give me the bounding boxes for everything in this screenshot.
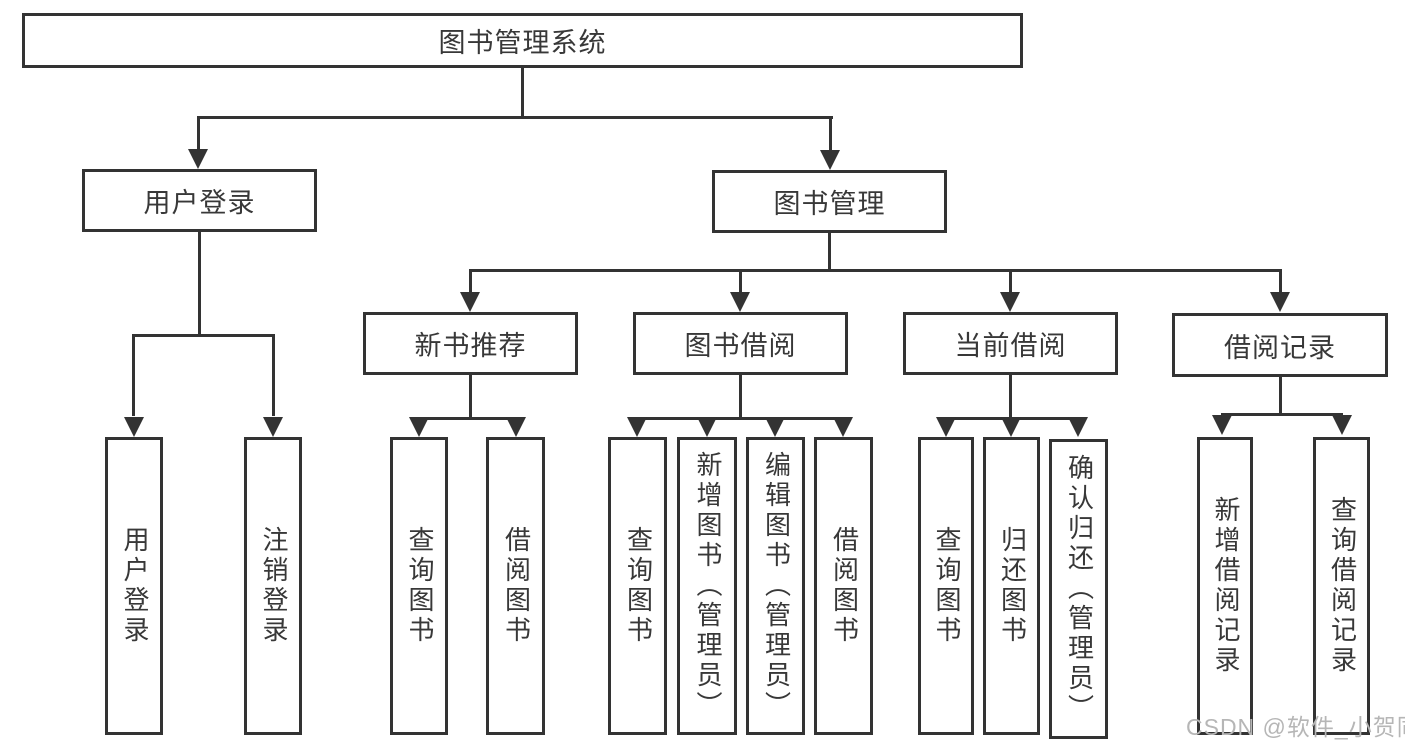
leaf-add-books-admin: 新增图书（管理员） (677, 437, 737, 735)
node-borrowing-records-label: 借阅记录 (1224, 332, 1336, 363)
arrow-down-icon (833, 417, 853, 437)
leaf-user-login: 用户登录 (105, 437, 163, 735)
node-user-login: 用户登录 (82, 169, 317, 232)
node-book-management: 图书管理 (712, 170, 947, 233)
leaf-user-login-label: 用户登录 (119, 526, 150, 646)
leaf-borrow-books-recommend-label: 借阅图书 (501, 526, 532, 646)
connector-new-book-rail (418, 417, 518, 420)
connector-drop-current (1009, 269, 1012, 295)
node-user-login-label: 用户登录 (143, 188, 256, 218)
node-book-borrowing-label: 图书借阅 (684, 331, 797, 361)
arrow-down-icon (124, 417, 144, 437)
node-new-book-recommend: 新书推荐 (363, 312, 578, 375)
leaf-query-books-borrow: 查询图书 (608, 437, 667, 735)
arrow-down-icon (188, 149, 208, 169)
leaf-query-books-current: 查询图书 (918, 437, 974, 735)
node-book-borrowing: 图书借阅 (633, 312, 848, 375)
leaf-borrow-books-label: 借阅图书 (829, 526, 860, 646)
leaf-logout-label: 注销登录 (258, 526, 289, 646)
csdn-watermark: CSDN @软件_小贺同学 (1186, 714, 1405, 740)
connector-drop-leaf-login (132, 334, 135, 416)
leaf-return-books-label: 归还图书 (997, 526, 1028, 646)
leaf-confirm-return-admin-label: 确认归还（管理员） (1064, 454, 1095, 724)
connector-borrow-stub (739, 375, 742, 420)
connector-drop-new-book (469, 269, 472, 295)
arrow-down-icon (936, 417, 956, 437)
arrow-down-icon (765, 417, 785, 437)
connector-user-login-stub (198, 232, 201, 336)
connector-drop-user-login (197, 116, 200, 152)
node-root-label: 图书管理系统 (438, 28, 607, 58)
arrow-down-icon (730, 292, 750, 312)
node-new-book-recommend-label: 新书推荐 (414, 331, 527, 361)
leaf-add-borrow-record-label: 新增借阅记录 (1210, 496, 1241, 676)
arrow-down-icon (697, 417, 717, 437)
arrow-down-icon (460, 292, 480, 312)
leaf-query-books-borrow-label: 查询图书 (623, 526, 654, 646)
arrow-down-icon (1270, 292, 1290, 312)
arrow-down-icon (1332, 415, 1352, 435)
connector-new-book-stub (469, 375, 472, 420)
arrow-down-icon (1000, 292, 1020, 312)
leaf-add-borrow-record: 新增借阅记录 (1197, 437, 1253, 735)
leaf-borrow-books-recommend: 借阅图书 (486, 437, 545, 735)
arrow-down-icon (263, 417, 283, 437)
arrow-down-icon (627, 417, 647, 437)
node-root: 图书管理系统 (22, 13, 1023, 68)
connector-level2-rail (469, 269, 1282, 272)
leaf-return-books: 归还图书 (983, 437, 1040, 735)
leaf-edit-books-admin-label: 编辑图书（管理员） (761, 451, 792, 721)
connector-level1-rail (197, 116, 833, 119)
leaf-borrow-books: 借阅图书 (814, 437, 873, 735)
connector-book-mgmt-stub (828, 233, 831, 271)
connector-current-stub (1009, 375, 1012, 420)
arrow-down-icon (1068, 417, 1088, 437)
connector-root-stub (521, 67, 524, 118)
leaf-query-borrow-record-label: 查询借阅记录 (1327, 496, 1358, 676)
leaf-logout: 注销登录 (244, 437, 302, 735)
leaf-query-books-recommend: 查询图书 (390, 437, 448, 735)
leaf-query-books-current-label: 查询图书 (931, 526, 962, 646)
node-current-borrowing-label: 当前借阅 (954, 331, 1067, 361)
connector-borrow-rail (636, 417, 844, 420)
connector-drop-record (1279, 269, 1282, 295)
node-current-borrowing: 当前借阅 (903, 312, 1118, 375)
leaf-query-books-recommend-label: 查询图书 (404, 526, 435, 646)
leaf-confirm-return-admin: 确认归还（管理员） (1049, 439, 1108, 739)
node-book-management-label: 图书管理 (773, 189, 886, 219)
connector-record-stub (1279, 377, 1282, 415)
arrow-down-icon (820, 150, 840, 170)
arrow-down-icon (1001, 417, 1021, 437)
arrow-down-icon (409, 417, 429, 437)
arrow-down-icon (506, 417, 526, 437)
leaf-add-books-admin-label: 新增图书（管理员） (692, 451, 723, 721)
leaf-query-borrow-record: 查询借阅记录 (1313, 437, 1370, 735)
connector-drop-leaf-logout (272, 334, 275, 416)
connector-user-login-rail (132, 334, 275, 337)
leaf-edit-books-admin: 编辑图书（管理员） (746, 437, 805, 735)
node-borrowing-records: 借阅记录 (1172, 313, 1388, 377)
connector-record-rail (1221, 413, 1343, 416)
connector-drop-borrow (739, 269, 742, 295)
connector-drop-book-mgmt (829, 116, 832, 153)
arrow-down-icon (1212, 415, 1232, 435)
